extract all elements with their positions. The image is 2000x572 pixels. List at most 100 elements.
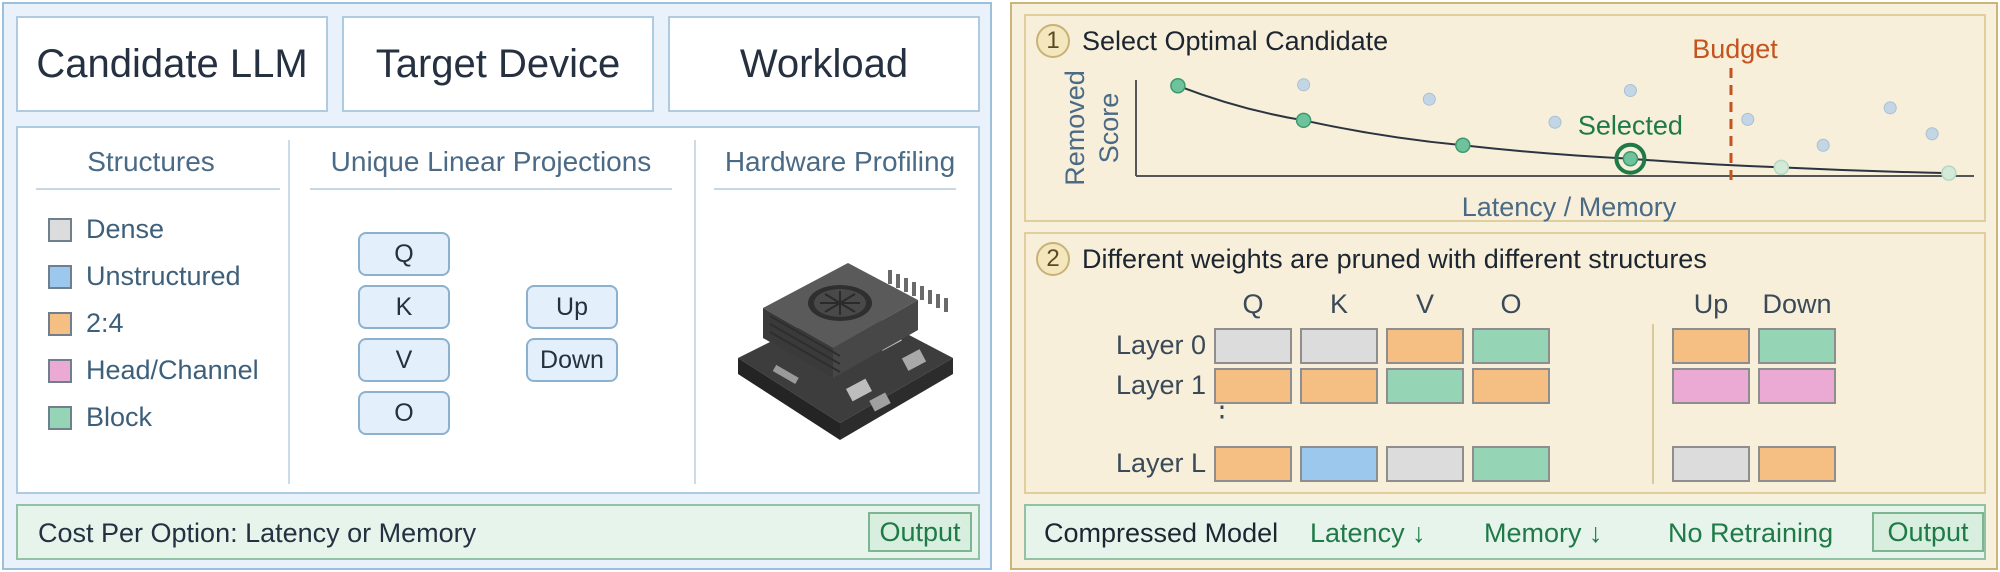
candidate-point xyxy=(1741,112,1755,126)
projection-q-button[interactable]: Q xyxy=(358,232,450,276)
row-label-layer-0: Layer 0 xyxy=(1115,330,1206,360)
projection-up-button[interactable]: Up xyxy=(526,285,618,329)
step2-number: 2 xyxy=(1036,242,1070,276)
pareto-point xyxy=(1622,150,1639,167)
col-head-q: Q xyxy=(1242,289,1264,319)
step1-title: Select Optimal Candidate xyxy=(1082,26,1389,56)
right-output-button[interactable]: Output xyxy=(1872,512,1984,552)
col-head-o: O xyxy=(1500,289,1522,319)
column-divider xyxy=(694,140,696,484)
pareto-point xyxy=(1773,159,1790,176)
latency-down-label: Latency ↓ xyxy=(1310,518,1426,548)
weight-cell-24 xyxy=(1214,368,1292,404)
block-swatch xyxy=(48,405,72,430)
legend-item-dense: Dense xyxy=(48,214,164,245)
legend-item-unstructured: Unstructured xyxy=(48,261,241,292)
no-retraining-label: No Retraining xyxy=(1668,518,1834,548)
legend-label: Head/Channel xyxy=(86,355,259,385)
workload-label: Workload xyxy=(739,41,909,86)
legend-item-block: Block xyxy=(48,402,152,433)
projection-down-button[interactable]: Down xyxy=(526,338,618,382)
weight-cell-24 xyxy=(1300,368,1378,404)
hardware-rule xyxy=(714,188,956,190)
weight-cell-24 xyxy=(1214,446,1292,482)
col-head-k: K xyxy=(1329,289,1348,319)
col-head-v: V xyxy=(1415,289,1434,319)
y-axis-label-line1: Removed xyxy=(1060,70,1090,186)
column-divider xyxy=(288,140,290,484)
candidate-llm-box[interactable]: Candidate LLM xyxy=(16,16,328,112)
weight-cell-block xyxy=(1472,328,1550,364)
weight-cell-dense xyxy=(1386,446,1464,482)
target-device-box[interactable]: Target Device xyxy=(342,16,654,112)
candidate-llm-label: Candidate LLM xyxy=(36,41,308,86)
candidate-point xyxy=(1883,101,1897,115)
legend-label: Dense xyxy=(86,214,165,244)
row-label-layer-l: Layer L xyxy=(1115,448,1206,478)
step1-number: 1 xyxy=(1036,24,1070,58)
two-four-swatch xyxy=(48,311,72,336)
col-head-down: Down xyxy=(1762,289,1832,319)
structures-rule xyxy=(36,188,280,190)
cost-bar: Cost Per Option: Latency or Memory Outpu… xyxy=(16,504,980,560)
weight-cell-dense xyxy=(1300,328,1378,364)
pareto-chart: Budget Selected Latency / Memory Removed… xyxy=(1060,34,1974,222)
pareto-point xyxy=(1295,112,1312,129)
attention-mlp-divider xyxy=(1652,324,1654,484)
weight-cell-head xyxy=(1758,368,1836,404)
legend-item-2-4: 2:4 xyxy=(48,308,124,339)
weight-cell-dense xyxy=(1214,328,1292,364)
step1-box: 1 Select Optimal Candidate Budget Select… xyxy=(1024,14,1986,222)
weight-cell-24 xyxy=(1672,328,1750,364)
selected-point-ring xyxy=(1614,142,1647,175)
candidate-point xyxy=(1548,115,1562,129)
legend-label: 2:4 xyxy=(86,308,124,338)
weight-cell-24 xyxy=(1758,446,1836,482)
selected-label: Selected xyxy=(1578,111,1683,141)
pareto-curve xyxy=(1177,84,1949,175)
structures-title: Structures xyxy=(87,146,215,177)
memory-down-label: Memory ↓ xyxy=(1484,518,1603,548)
candidate-point xyxy=(1297,78,1311,92)
pareto-point xyxy=(1170,78,1186,94)
col-head-up: Up xyxy=(1693,289,1729,319)
projection-o-button[interactable]: O xyxy=(358,391,450,435)
legend-label: Block xyxy=(86,402,153,432)
candidate-point xyxy=(1422,92,1436,106)
unstructured-swatch xyxy=(48,264,72,289)
step2-box: 2 Different weights are pruned with diff… xyxy=(1024,232,1986,494)
candidate-point xyxy=(1925,127,1939,141)
hardware-title: Hardware Profiling xyxy=(724,146,956,177)
legend-label: Unstructured xyxy=(86,261,241,291)
left-panel: Candidate LLM Target Device Workload Str… xyxy=(2,2,992,570)
board-device-icon xyxy=(738,263,953,440)
workload-box[interactable]: Workload xyxy=(668,16,980,112)
projection-v-button[interactable]: V xyxy=(358,338,450,382)
head-channel-swatch xyxy=(48,358,72,383)
projections-rule xyxy=(310,188,672,190)
candidate-point xyxy=(1816,138,1830,152)
right-panel: 1 Select Optimal Candidate Budget Select… xyxy=(1010,2,1998,570)
weight-cell-dense xyxy=(1672,446,1750,482)
pareto-point xyxy=(1941,165,1957,181)
left-output-button[interactable]: Output xyxy=(868,512,972,552)
compressed-model-label: Compressed Model xyxy=(1044,518,1279,548)
target-device-label: Target Device xyxy=(375,41,621,86)
profiling-box: Structures Dense Unstructured 2:4 Head/C… xyxy=(16,126,980,494)
step2-title: Different weights are pruned with differ… xyxy=(1082,244,1707,274)
legend-item-head-channel: Head/Channel xyxy=(48,355,259,386)
pareto-point xyxy=(1455,137,1471,154)
weight-cell-head xyxy=(1672,368,1750,404)
weight-cell-block xyxy=(1758,328,1836,364)
weight-cell-block xyxy=(1472,446,1550,482)
weight-cell-block xyxy=(1386,368,1464,404)
weight-cell-24 xyxy=(1472,368,1550,404)
x-axis-label: Latency / Memory xyxy=(1462,192,1677,222)
dense-swatch xyxy=(48,217,72,242)
cost-text: Cost Per Option: Latency or Memory xyxy=(38,518,477,548)
projection-k-button[interactable]: K xyxy=(358,285,450,329)
weight-cell-24 xyxy=(1386,328,1464,364)
y-axis-label-line2: Score xyxy=(1094,93,1124,164)
row-label-layer-1: Layer 1 xyxy=(1115,370,1206,400)
budget-label: Budget xyxy=(1692,34,1778,64)
